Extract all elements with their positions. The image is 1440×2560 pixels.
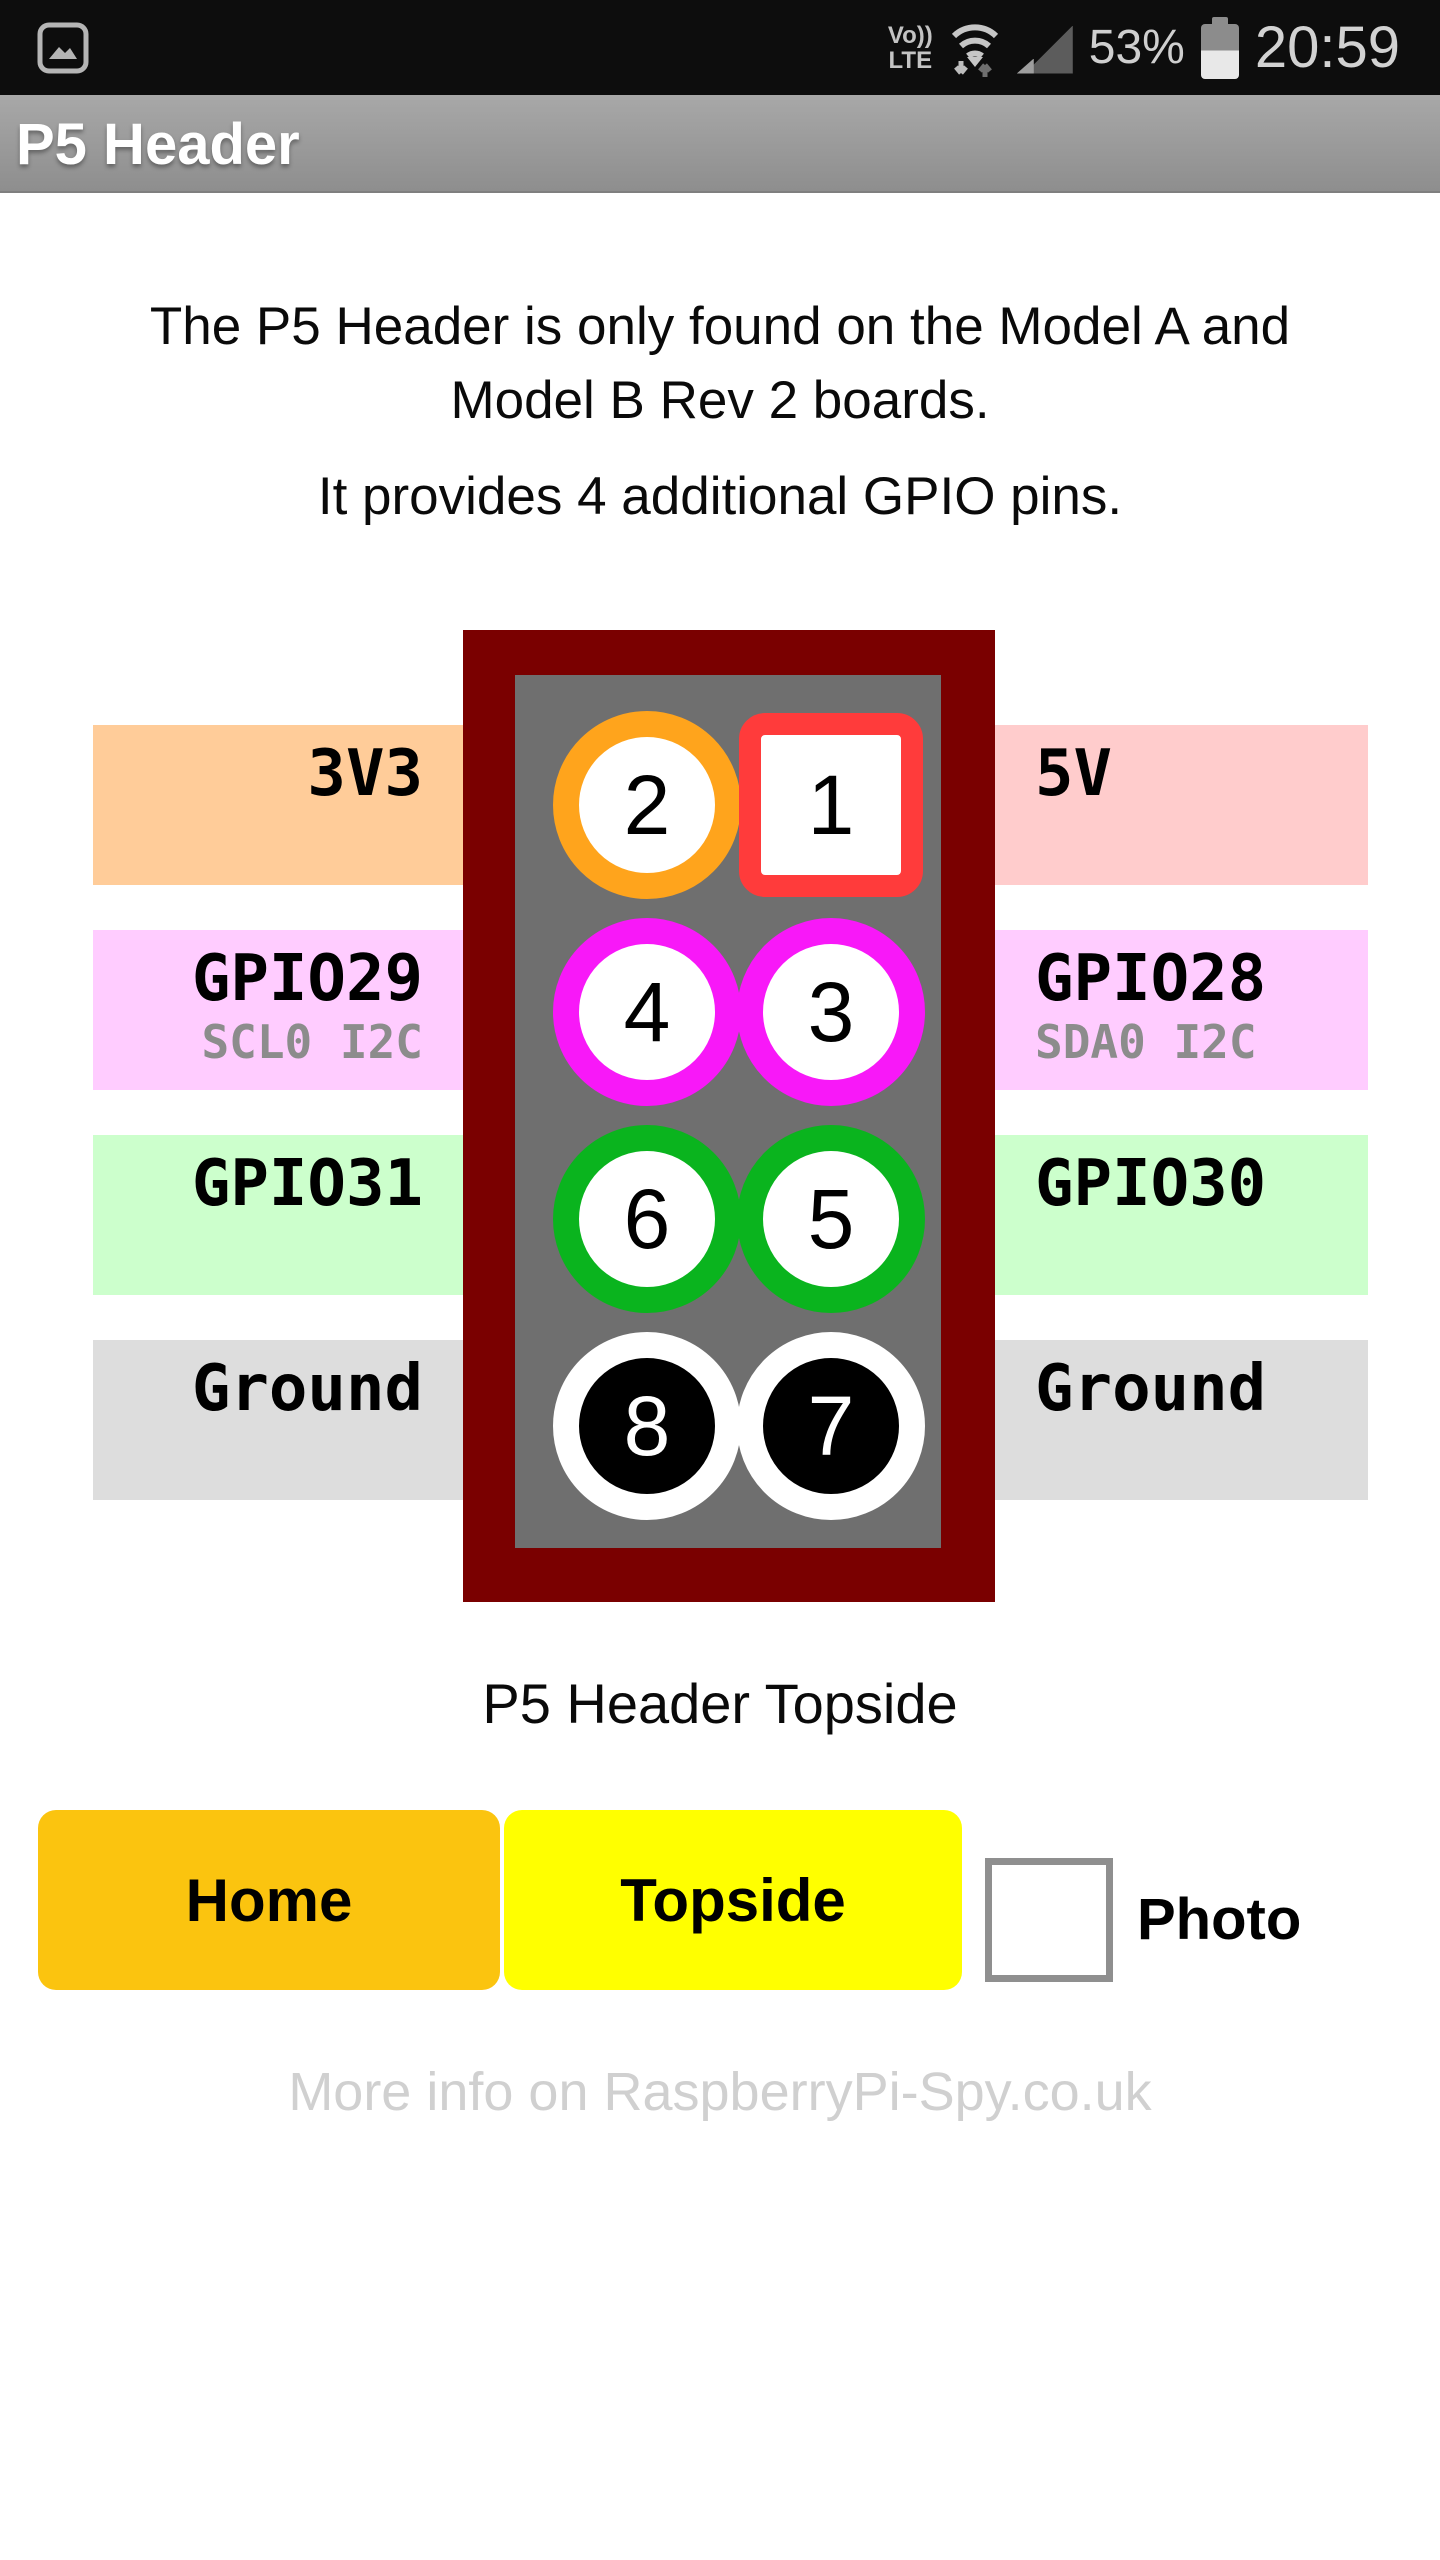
photo-checkbox-label: Photo <box>1137 1887 1302 1952</box>
p5-header-graphic: 2 1 4 3 6 5 8 7 <box>463 630 995 1602</box>
intro-paragraph-2: It provides 4 additional GPIO pins. <box>317 467 1123 526</box>
pin-5: 5 <box>737 1125 925 1313</box>
volte-top-text: Vo)) <box>887 21 933 49</box>
pin-label-text: 3V3 <box>307 737 423 811</box>
pin-number: 1 <box>807 758 855 852</box>
pin-8: 8 <box>553 1332 741 1520</box>
battery-percent: 53% <box>1088 21 1185 74</box>
intro-paragraph-1: The P5 Header is only found on the Model… <box>149 297 1291 430</box>
pin-number: 3 <box>807 965 855 1059</box>
clock: 20:59 <box>1254 15 1400 80</box>
wifi-icon <box>951 23 998 77</box>
pin-label-3v3: 3V3 <box>93 741 423 807</box>
home-button[interactable]: Home <box>38 1810 500 1990</box>
pin-number: 7 <box>807 1379 855 1473</box>
pin-label-gpio28: GPIO28 SDA0 I2C <box>1035 946 1368 1068</box>
signal-strength-icon <box>1016 25 1073 74</box>
status-bar: Vo)) LTE 53% 20:59 <box>0 0 1440 95</box>
volte-bottom-text: LTE <box>888 46 933 74</box>
pin-label-text: GPIO30 <box>1035 1147 1267 1221</box>
page-title: P5 Header <box>16 112 300 177</box>
pin-number: 6 <box>623 1172 671 1266</box>
pin-sublabel-text: SDA0 I2C <box>1035 1015 1257 1069</box>
pin-label-text: GPIO29 <box>191 942 423 1016</box>
pin-number: 8 <box>623 1379 671 1473</box>
pin-number: 4 <box>623 965 671 1059</box>
pin-label-text: Ground <box>191 1352 423 1426</box>
pin-label-ground-left: Ground <box>93 1356 423 1422</box>
app-title-bar: P5 Header <box>0 95 1440 193</box>
photo-checkbox[interactable] <box>985 1858 1113 1982</box>
pin-sublabel-text: SCL0 I2C <box>201 1015 423 1069</box>
pin-label-gpio30: GPIO30 <box>1035 1151 1368 1217</box>
topside-button[interactable]: Topside <box>504 1810 962 1990</box>
pin-6: 6 <box>553 1125 741 1313</box>
status-indicators: Vo)) LTE 53% 20:59 <box>888 0 1400 95</box>
pin-label-text: Ground <box>1035 1352 1267 1426</box>
pin-number: 2 <box>623 758 671 852</box>
pin-label-text: 5V <box>1035 737 1113 811</box>
pin-4: 4 <box>553 918 741 1106</box>
pin-7: 7 <box>737 1332 925 1520</box>
image-notification-icon <box>37 22 89 74</box>
pin-3: 3 <box>737 918 925 1106</box>
pin-2: 2 <box>553 711 741 899</box>
pin-label-5v: 5V <box>1035 741 1368 807</box>
pin-number: 5 <box>807 1172 855 1266</box>
footer-info-text: More info on RaspberryPi-Spy.co.uk <box>288 2062 1152 2122</box>
pin-label-text: GPIO28 <box>1035 942 1267 1016</box>
pin-label-ground-right: Ground <box>1035 1356 1368 1422</box>
pin-label-text: GPIO31 <box>191 1147 423 1221</box>
pin-label-gpio29: GPIO29 SCL0 I2C <box>93 946 423 1068</box>
volte-indicator: Vo)) LTE <box>888 23 933 73</box>
pin-label-gpio31: GPIO31 <box>93 1151 423 1217</box>
diagram-caption: P5 Header Topside <box>482 1672 958 1735</box>
battery-icon <box>1200 16 1239 79</box>
pin-1: 1 <box>739 713 923 897</box>
